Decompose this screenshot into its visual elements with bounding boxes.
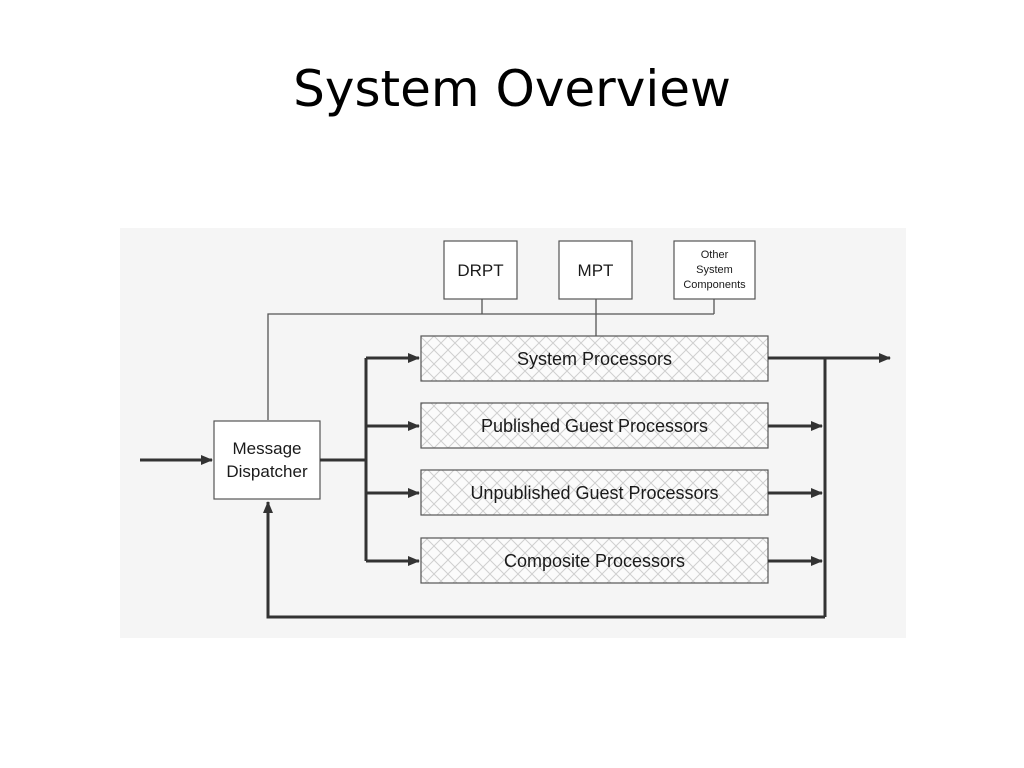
dispatcher-label-line1: Message: [233, 439, 302, 458]
message-dispatcher-box: Message Dispatcher: [213, 420, 321, 500]
output-arrows: [768, 353, 891, 617]
mpt-box: MPT: [558, 240, 633, 300]
other-system-components-box: Other System Components: [673, 240, 756, 300]
feedback-loop: [263, 501, 825, 619]
mpt-label: MPT: [578, 261, 614, 280]
other-label-line3: Components: [683, 279, 746, 291]
processor-label: System Processors: [517, 349, 672, 369]
composite-processors-box: Composite Processors: [420, 537, 769, 584]
system-processors-box: System Processors: [420, 335, 769, 382]
processor-label: Published Guest Processors: [481, 416, 708, 436]
drpt-box: DRPT: [443, 240, 518, 300]
processor-label: Unpublished Guest Processors: [470, 483, 718, 503]
dispatcher-label-line2: Dispatcher: [226, 462, 308, 481]
top-bus-lines: [267, 299, 715, 420]
dispatch-branches: [320, 353, 420, 566]
unpublished-guest-processors-box: Unpublished Guest Processors: [420, 469, 769, 516]
processor-label: Composite Processors: [504, 551, 685, 571]
slide-title: System Overview: [293, 60, 731, 118]
other-label-line2: System: [696, 264, 733, 276]
published-guest-processors-box: Published Guest Processors: [420, 402, 769, 449]
drpt-label: DRPT: [457, 261, 503, 280]
other-label-line1: Other: [701, 249, 729, 261]
